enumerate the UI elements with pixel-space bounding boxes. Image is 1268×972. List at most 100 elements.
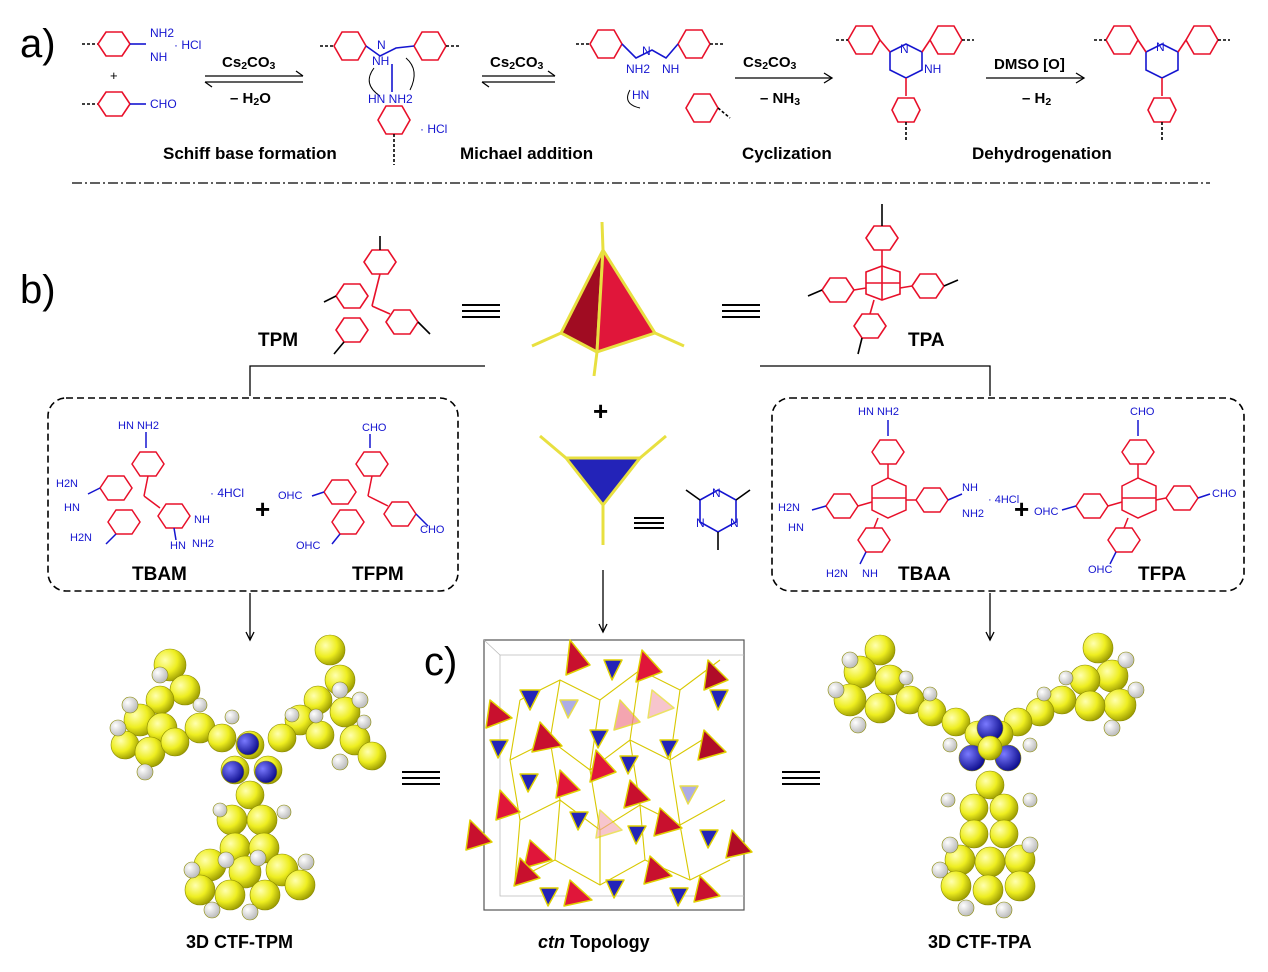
reactant-nh-label: NH xyxy=(150,50,168,64)
reactant-aldehyde xyxy=(82,91,146,117)
ctn-topology-net xyxy=(465,639,753,911)
ctf-tpa-spacefill-model xyxy=(827,632,1145,919)
equivalence-mark-left xyxy=(402,771,440,785)
ctf-tpm-spacefill-model xyxy=(109,634,387,921)
equilibrium-arrow-2 xyxy=(481,70,556,88)
equivalence-mark-triazine xyxy=(634,517,664,529)
triazine-core xyxy=(685,489,751,550)
reactant-nh2-label: NH2 xyxy=(150,26,175,40)
tfpm-bottom-ohc: OHC xyxy=(296,540,321,552)
triazine-n-right: N xyxy=(730,516,739,530)
tfpm-top-cho: CHO xyxy=(362,422,387,434)
tfpa-left-ohc: OHC xyxy=(1034,506,1059,518)
tbaa-right-nh: NH xyxy=(962,482,978,494)
step-schiff-base: Schiff base formation xyxy=(163,144,337,163)
reagent-2: Cs2CO3 xyxy=(490,54,544,72)
schiff-nh-label: NH xyxy=(372,54,390,68)
reactant-hcl-label: · HCl xyxy=(174,38,202,52)
tbam-right-nh2: NH2 xyxy=(192,538,215,550)
tfpa-structure xyxy=(1061,420,1211,565)
reagent-3: Cs2CO3 xyxy=(743,54,797,72)
step-michael: Michael addition xyxy=(460,144,594,163)
label-tbaa: TBAA xyxy=(898,564,951,585)
reaction-arrow-4 xyxy=(986,72,1086,84)
label-tbam: TBAM xyxy=(132,564,187,585)
reactant-cho-label: CHO xyxy=(150,97,177,111)
reagent-4: DMSO [O] xyxy=(994,56,1065,73)
panel-label-a: a) xyxy=(20,22,56,66)
tbaa-bottom-h2n: H2N xyxy=(826,568,849,580)
label-tpa: TPA xyxy=(908,330,945,351)
tpa-skeleton xyxy=(807,204,959,355)
caption-ctn-rest: Topology xyxy=(565,932,650,952)
reactant-plus: + xyxy=(110,68,118,83)
tfpm-structure xyxy=(311,434,429,545)
plus-center: + xyxy=(593,396,609,426)
triazine-n-top: N xyxy=(712,486,721,500)
tfpm-right-cho: CHO xyxy=(420,524,445,536)
product-dihydrotriazine xyxy=(836,25,974,140)
down-arrows xyxy=(245,570,995,642)
step-cyclization: Cyclization xyxy=(742,144,832,163)
schiff-amidine-label: HN NH2 xyxy=(368,92,413,106)
caption-ctf-tpm: 3D CTF-TPM xyxy=(186,932,293,952)
schiff-hcl-label: · HCl xyxy=(420,122,448,136)
condition-3: – NH3 xyxy=(760,90,801,108)
tbam-bottom-h2n: H2N xyxy=(70,532,93,544)
dihydro-nh-label: NH xyxy=(924,62,942,76)
caption-ctn-topology: ctn Topology xyxy=(538,932,650,953)
tpm-skeleton xyxy=(323,236,431,355)
reagent-1: Cs2CO3 xyxy=(222,54,276,72)
step-dehydrogenation: Dehydrogenation xyxy=(972,144,1112,163)
tfpa-bottom-ohc: OHC xyxy=(1088,564,1113,576)
equivalence-mark-tpa xyxy=(722,304,760,318)
michael-n-label: N xyxy=(642,44,651,58)
reaction-arrow-3 xyxy=(735,72,834,84)
tbam-bottom-hn: HN xyxy=(170,540,186,552)
triangular-node xyxy=(539,434,667,545)
tbam-top-amidine: HN NH2 xyxy=(118,420,159,432)
plus-tbaa-tfpa: + xyxy=(1014,494,1030,524)
label-tpm: TPM xyxy=(258,330,299,351)
schiff-n-label: N xyxy=(377,38,386,52)
tbaa-right-nh2: NH2 xyxy=(962,508,985,520)
product-triazine xyxy=(1094,25,1230,140)
plus-tbam-tfpm: + xyxy=(255,494,271,524)
caption-ctf-tpa: 3D CTF-TPA xyxy=(928,932,1032,952)
triazine-n-left: N xyxy=(696,516,705,530)
dihydro-n-label: N xyxy=(900,42,909,56)
reactant-amidine xyxy=(82,31,146,57)
tbaa-left-hn: HN xyxy=(788,522,804,534)
michael-nh-label: NH xyxy=(662,62,680,76)
equivalence-mark-right xyxy=(782,771,820,785)
equilibrium-arrow-1 xyxy=(204,70,304,88)
condition-4: – H2 xyxy=(1022,90,1052,108)
equivalence-mark-tpm xyxy=(462,304,500,318)
michael-hn-label: HN xyxy=(632,88,650,102)
label-tfpm: TFPM xyxy=(352,564,404,585)
intermediate-michael-adduct xyxy=(576,29,731,123)
tbaa-top-amidine: HN NH2 xyxy=(858,406,899,418)
tbaa-structure xyxy=(811,420,963,565)
reaction-scheme xyxy=(82,25,1230,165)
michael-nh2-label: NH2 xyxy=(626,62,651,76)
tfpa-right-cho: CHO xyxy=(1212,488,1237,500)
branch-connectors xyxy=(249,365,991,396)
label-tfpa: TFPA xyxy=(1138,564,1187,585)
tbam-structure xyxy=(87,432,191,545)
tfpm-left-ohc: OHC xyxy=(278,490,303,502)
caption-ctn-italic: ctn xyxy=(538,932,565,952)
tpm-monomer-box xyxy=(47,397,459,592)
tbam-left-h2n: H2N xyxy=(56,478,79,490)
panel-label-c: c) xyxy=(424,640,458,684)
tbam-hcl: · 4HCl xyxy=(210,486,245,500)
intermediate-schiff-base xyxy=(320,31,460,165)
tfpa-top-cho: CHO xyxy=(1130,406,1155,418)
tetrahedral-node xyxy=(531,221,685,377)
tbam-right-nh: NH xyxy=(194,514,210,526)
tpa-monomer-box xyxy=(771,397,1245,592)
panel-label-b: b) xyxy=(20,268,56,312)
tbaa-bottom-nh: NH xyxy=(862,568,878,580)
